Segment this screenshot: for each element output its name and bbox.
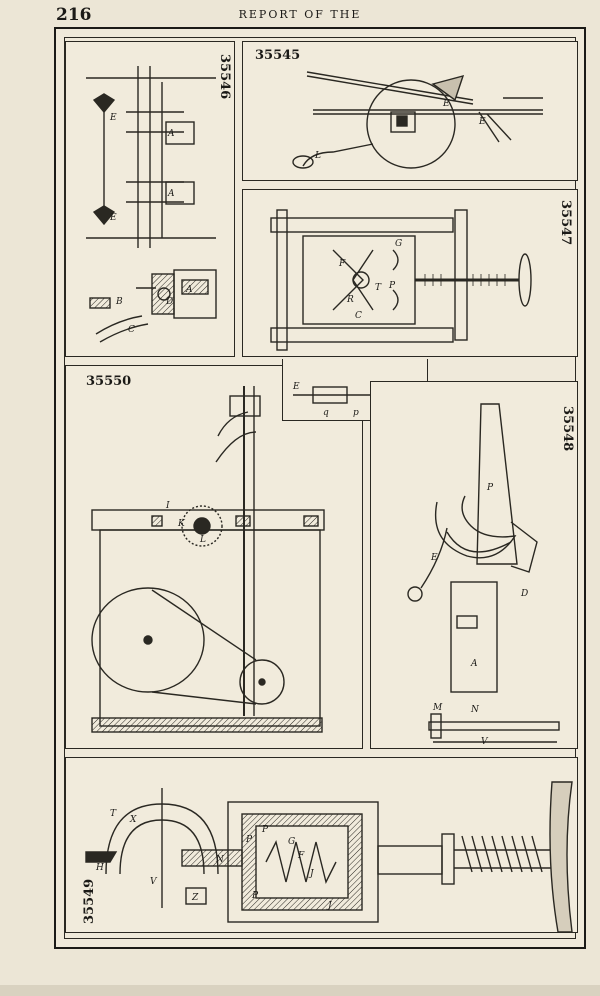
label-C: C: [128, 325, 135, 335]
label-P-1: P: [245, 835, 253, 845]
page-header: 216 REPORT OF THE: [0, 0, 600, 28]
label-D: D: [165, 297, 173, 307]
label-N: N: [215, 855, 225, 865]
label-A: A: [470, 659, 478, 669]
label-V: V: [481, 737, 489, 747]
label-A-2: A: [167, 189, 175, 199]
page-bottom-edge: [0, 985, 600, 996]
patent-number-35550: 35550: [86, 374, 132, 389]
drawing-35546: A A E E A B C D: [86, 66, 217, 343]
label-L: L: [314, 151, 321, 161]
label-D: D: [520, 589, 528, 599]
patent-drawings-plate: 35546: [54, 27, 586, 949]
figure-panel-35547: 35547 G F: [242, 189, 578, 357]
drawing-35545: E E L: [292, 71, 543, 169]
label-X: X: [129, 815, 137, 825]
label-q: q: [323, 408, 329, 418]
label-J-2: J: [326, 901, 333, 911]
label-p: p: [353, 408, 359, 418]
figure-panel-35545: 35545 E E L: [242, 41, 578, 181]
label-P-3: P: [251, 891, 259, 901]
label-G: G: [288, 837, 295, 847]
label-C: C: [355, 311, 362, 321]
figure-panel-35546: 35546: [65, 41, 235, 357]
label-Z: Z: [191, 893, 199, 903]
label-P: P: [486, 483, 494, 493]
figure-panel-35548: 35548 P E D A N M V: [370, 381, 578, 749]
label-I: I: [165, 501, 170, 511]
label-E-2: E: [109, 213, 117, 223]
label-V: V: [150, 877, 158, 887]
drawing-35549: T X H V Z N P P G F J P J: [85, 781, 573, 932]
label-H: H: [95, 863, 104, 873]
label-E: E: [430, 553, 438, 563]
drawing-35550: K L I: [91, 386, 325, 733]
drawing-35547: G F T R P C: [270, 209, 532, 351]
label-T: T: [110, 809, 117, 819]
label-F: F: [338, 259, 346, 269]
running-title: REPORT OF THE: [238, 8, 362, 21]
figure-panel-35550: 35550: [65, 365, 363, 749]
drawing-35548: P E D A N M V: [407, 403, 560, 747]
label-R: R: [346, 295, 354, 305]
label-A-1: A: [167, 129, 175, 139]
label-P: P: [388, 281, 396, 291]
figure-panel-35549: 35549 T X H: [65, 757, 578, 933]
label-E: E: [292, 382, 300, 392]
label-G: G: [395, 239, 402, 249]
label-A-3: A: [185, 285, 193, 295]
label-T: T: [375, 283, 382, 293]
page-number: 216: [56, 5, 92, 25]
label-L: L: [199, 535, 206, 545]
label-B: B: [115, 297, 123, 307]
patent-number-35545: 35545: [255, 48, 301, 63]
label-E-1: E: [109, 113, 117, 123]
label-E-1: E: [442, 99, 450, 109]
label-E-2: E: [478, 117, 486, 127]
label-K: K: [177, 519, 186, 529]
label-N: N: [470, 705, 480, 715]
label-F: F: [297, 851, 305, 861]
label-P-2: P: [261, 825, 269, 835]
label-M: M: [432, 703, 443, 713]
label-J-1: J: [308, 869, 315, 879]
